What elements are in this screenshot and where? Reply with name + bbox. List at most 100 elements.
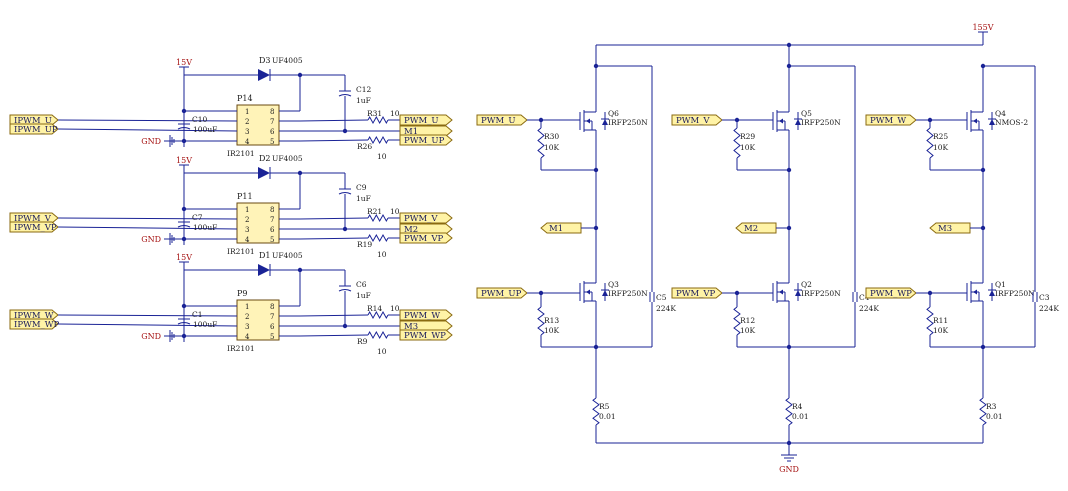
cap-big-ref: C1 [192,310,203,319]
output-port-lo: PWM_UP [404,136,445,146]
pin-number: 2 [245,216,249,224]
input-wire [57,128,238,132]
body-arrow [973,289,977,295]
input-wire [57,323,238,327]
input-wire [57,217,238,220]
output-port-lo-shape [399,232,453,244]
c-small-plate [338,94,352,97]
input-port-hi-shape [9,309,59,321]
junction-dot [181,333,187,339]
r-lo-ref: R19 [357,240,372,249]
pin-number: 6 [270,323,275,331]
driver-ic [236,202,280,244]
driver-ic-label: IR2101 [227,149,255,158]
cap-small-ref: C6 [356,280,367,289]
header-ref: P14 [237,94,253,103]
r-lo-val: 10 [377,250,387,259]
r-lo-ref: R26 [357,142,372,151]
snubber-cap-val: 224K [859,304,879,313]
cap-big-ref: C7 [192,213,203,222]
r-lo-val: 10 [377,152,387,161]
pin-number: 4 [245,333,250,341]
r-hi-val: 10 [390,109,400,118]
diode-ref: D1 [259,251,271,260]
out-wire [299,139,369,142]
gate-port-lo-shape [865,287,917,299]
cap-big-val: 100uF [193,320,217,329]
junction-dot [181,138,187,144]
out-wire [299,237,369,240]
input-wire [57,314,238,317]
output-port-mid: M2 [404,225,418,235]
ground-label: GND [141,235,161,244]
gate-pulldown-hi [733,127,741,159]
pin-number: 3 [245,226,249,234]
gate-port-hi-shape [865,114,917,126]
output-port-mid: M1 [404,127,418,137]
cap-small-val: 1uF [356,291,371,300]
phase-output-port: M3 [938,224,952,234]
pin-number: 1 [245,303,249,311]
input-port-hi: IPWM_W [14,311,54,321]
supply-15v-label: 15V [176,156,192,165]
pin-number: 5 [270,138,274,146]
low-side-mosfet-ref: Q2 [801,280,812,289]
pin-number: 5 [270,236,274,244]
c-big-plate [177,225,191,228]
output-port-hi-shape [399,309,453,321]
output-port-lo-shape [399,329,453,341]
input-port-hi-shape [9,114,59,126]
shunt-resistor [785,397,793,426]
diode-ref: D3 [259,56,271,65]
shunt-val: 0.01 [792,412,809,421]
out-wire [299,334,369,337]
pin-number: 4 [245,236,250,244]
driver-ic-label: IR2101 [227,247,255,256]
high-side-mosfet-part: IRFP250N [801,118,841,127]
junction-dot [181,108,187,114]
high-side-mosfet-ref: Q6 [608,109,619,118]
junction-dot [593,225,599,231]
pin-number: 7 [270,118,274,126]
header-ref: P11 [237,192,253,201]
input-port-hi-shape [9,212,59,224]
body-arrow [586,118,590,124]
snubber-cap-ref: C5 [656,293,667,302]
gate-resistor-lo [367,135,389,145]
pin-number: 8 [270,108,274,116]
r-pull-hi-val: 10K [933,143,949,152]
header-ref: P9 [237,289,247,298]
input-wire [57,226,238,230]
r-hi-ref: R14 [367,304,382,313]
pin-number: 2 [245,313,249,321]
out-wire [299,217,369,220]
ground-label: GND [141,332,161,341]
supply-155v-label: 155V [972,23,993,32]
diode-part: UF4005 [272,154,303,163]
snubber-cap-val: 224K [1039,304,1059,313]
input-port-lo: IPWM_UP [14,125,58,135]
output-port-lo: PWM_VP [404,234,444,244]
body-arrow [779,118,783,124]
r-pull-lo-ref: R13 [544,316,559,325]
out-wire [299,119,369,122]
gate-resistor-lo [367,233,389,243]
r-hi-val: 10 [390,207,400,216]
low-side-mosfet-part: IRFP250N [608,289,648,298]
gate-port-hi-shape [476,114,528,126]
supply-15v-label: 15V [176,58,192,67]
diode-symbol [258,264,270,276]
junction-dot [181,303,187,309]
r-pull-lo-val: 10K [933,326,949,335]
r-hi-val: 10 [390,304,400,313]
driver-ic-label: IR2101 [227,344,255,353]
r-pull-hi-ref: R30 [544,132,559,141]
r-pull-lo-ref: R11 [933,316,948,325]
shunt-ref: R5 [599,402,610,411]
r-pull-hi-ref: R25 [933,132,948,141]
gate-pulldown-lo [926,306,934,336]
junction-dot [786,42,792,48]
shunt-ref: R3 [986,402,997,411]
shunt-resistor [592,397,600,426]
output-port-hi: PWM_V [404,214,438,224]
